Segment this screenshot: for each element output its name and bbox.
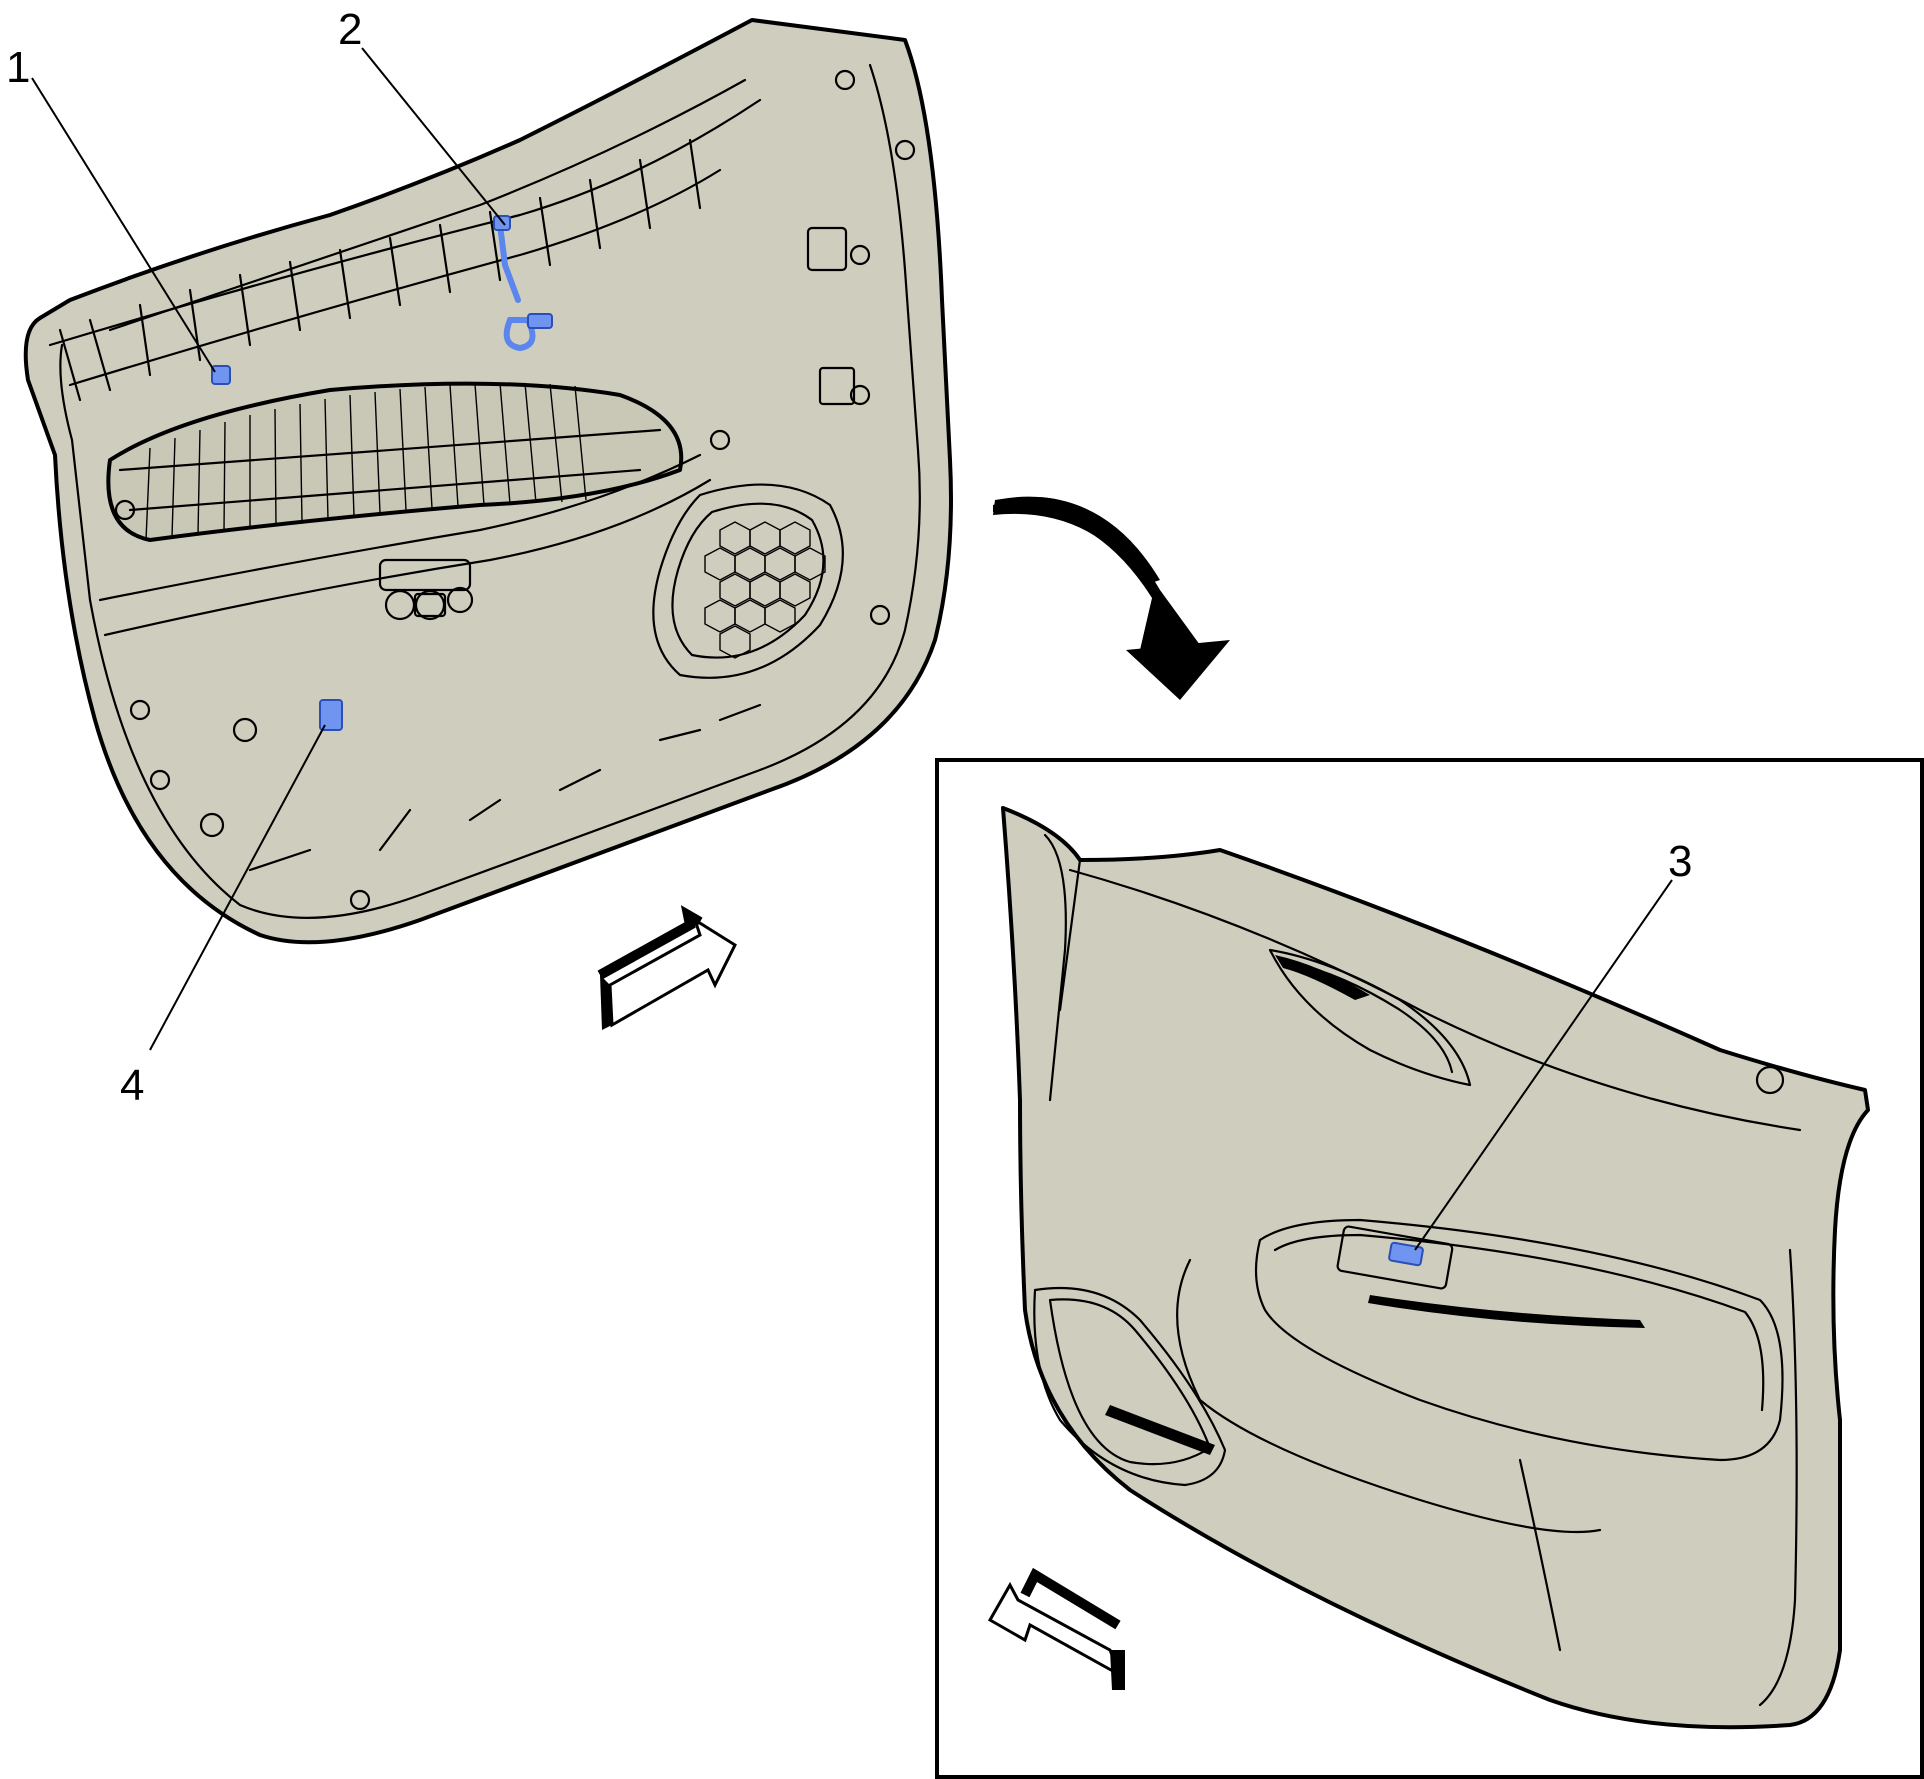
front-pin	[1755, 1065, 1785, 1095]
view-direction-arrow-icon	[597, 905, 737, 1030]
curved-down-arrow-icon	[993, 496, 1230, 700]
front-belt-line	[1068, 868, 1802, 1132]
back-switch-housing	[378, 558, 474, 621]
back-panel-inner-rim	[59, 63, 921, 919]
callout-1-label: 1	[6, 43, 30, 92]
leader-2	[361, 47, 506, 226]
front-map-pocket	[1033, 1286, 1227, 1487]
door-panel-front-view	[1001, 806, 1870, 1730]
leader-4	[149, 724, 326, 1051]
connector-4-highlight	[319, 699, 343, 731]
back-lower-tabs	[248, 703, 762, 872]
front-armrest	[1254, 1218, 1784, 1462]
callout-4-label: 4	[120, 1061, 144, 1110]
callout-3-label: 3	[1668, 837, 1692, 886]
back-upper-bracket-strip	[58, 138, 702, 402]
back-cavity-ribs	[118, 382, 662, 541]
callout-leaders	[31, 47, 1673, 1251]
connector-1-highlight	[211, 365, 231, 385]
leader-1	[31, 77, 216, 373]
back-lower-bracket-strip	[98, 453, 712, 637]
back-push-pins	[114, 69, 916, 911]
callout-2-label: 2	[338, 5, 362, 54]
window-switch-3-highlight	[1336, 1225, 1454, 1290]
back-speaker-grille	[652, 483, 844, 679]
door-panel-back-view	[23, 18, 953, 945]
front-door-handle	[1268, 948, 1472, 1087]
front-panel-outline	[1001, 806, 1870, 1730]
connector-2-highlight	[493, 215, 553, 352]
view-direction-arrow-icon	[987, 1567, 1125, 1690]
leader-3	[1414, 879, 1673, 1251]
